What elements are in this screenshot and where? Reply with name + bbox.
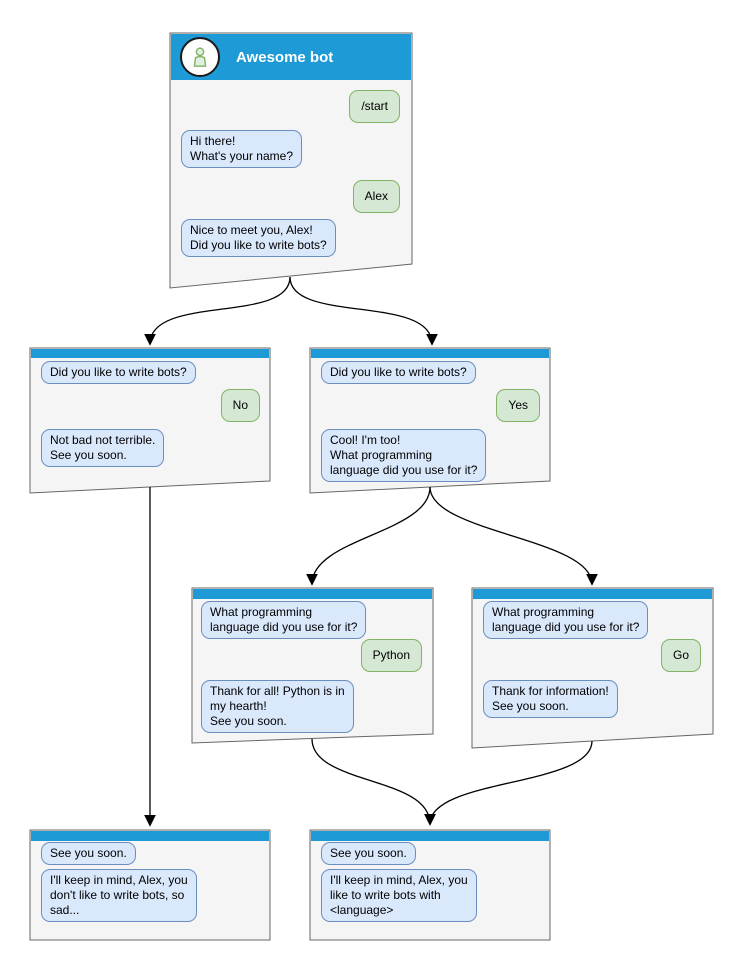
connector-go-to-end bbox=[424, 740, 593, 826]
bot-message-bubble: What programming language did you use fo… bbox=[483, 601, 649, 639]
user-message-bubble: /start bbox=[349, 90, 400, 123]
node-branch-go[interactable]: What programming language did you use fo… bbox=[472, 588, 713, 748]
bot-message-bubble: Did you like to write bots? bbox=[41, 361, 196, 384]
user-message-bubble: Yes bbox=[496, 389, 540, 422]
user-message-bubble: Go bbox=[660, 639, 701, 672]
node-title-bar bbox=[31, 831, 269, 841]
user-message-bubble: Python bbox=[360, 639, 422, 672]
chat-window-title: Awesome bot bbox=[236, 48, 334, 66]
user-message-bubble: No bbox=[220, 389, 260, 422]
bot-message-bubble: Did you like to write bots? bbox=[321, 361, 476, 384]
connector-main-to-yes bbox=[289, 276, 438, 346]
bot-message-bubble: Cool! I'm too! What programming language… bbox=[321, 429, 487, 482]
node-title-bar bbox=[473, 589, 712, 599]
bot-message-bubble: Thank for information! See you soon. bbox=[483, 680, 618, 718]
connector-main-to-no bbox=[144, 276, 291, 346]
node-end-language[interactable]: See you soon. I'll keep in mind, Alex, y… bbox=[310, 830, 550, 940]
node-title-bar bbox=[31, 349, 269, 358]
user-message-bubble: Alex bbox=[352, 180, 400, 213]
node-title-bar bbox=[311, 349, 549, 358]
bot-message-bubble: Not bad not terrible. See you soon. bbox=[41, 429, 165, 467]
bot-message-bubble: What programming language did you use fo… bbox=[201, 601, 367, 639]
node-branch-yes[interactable]: Did you like to write bots? Yes Cool! I'… bbox=[310, 348, 550, 493]
node-title-bar bbox=[193, 589, 432, 599]
chat-window-header: Awesome bot bbox=[171, 34, 411, 80]
connector-python-to-end bbox=[311, 738, 436, 826]
bot-message-bubble: I'll keep in mind, Alex, you don't like … bbox=[41, 869, 197, 922]
node-awesome-bot[interactable]: Awesome bot /start Hi there! What's your… bbox=[170, 33, 412, 288]
bot-message-bubble: I'll keep in mind, Alex, you like to wri… bbox=[321, 869, 477, 922]
node-branch-no[interactable]: Did you like to write bots? No Not bad n… bbox=[30, 348, 270, 493]
bot-message-bubble: See you soon. bbox=[41, 842, 136, 865]
connector-yes-to-go bbox=[429, 486, 598, 586]
person-icon bbox=[193, 47, 207, 67]
bot-message-bubble: Nice to meet you, Alex! Did you like to … bbox=[181, 219, 336, 257]
bot-message-bubble: Hi there! What's your name? bbox=[181, 130, 303, 168]
connector-yes-to-python bbox=[306, 486, 431, 586]
node-branch-python[interactable]: What programming language did you use fo… bbox=[192, 588, 433, 743]
node-title-bar bbox=[311, 831, 549, 841]
bot-message-bubble: Thank for all! Python is in my hearth! S… bbox=[201, 680, 354, 733]
bot-avatar bbox=[180, 37, 220, 77]
node-end-no[interactable]: See you soon. I'll keep in mind, Alex, y… bbox=[30, 830, 270, 940]
bot-message-bubble: See you soon. bbox=[321, 842, 416, 865]
